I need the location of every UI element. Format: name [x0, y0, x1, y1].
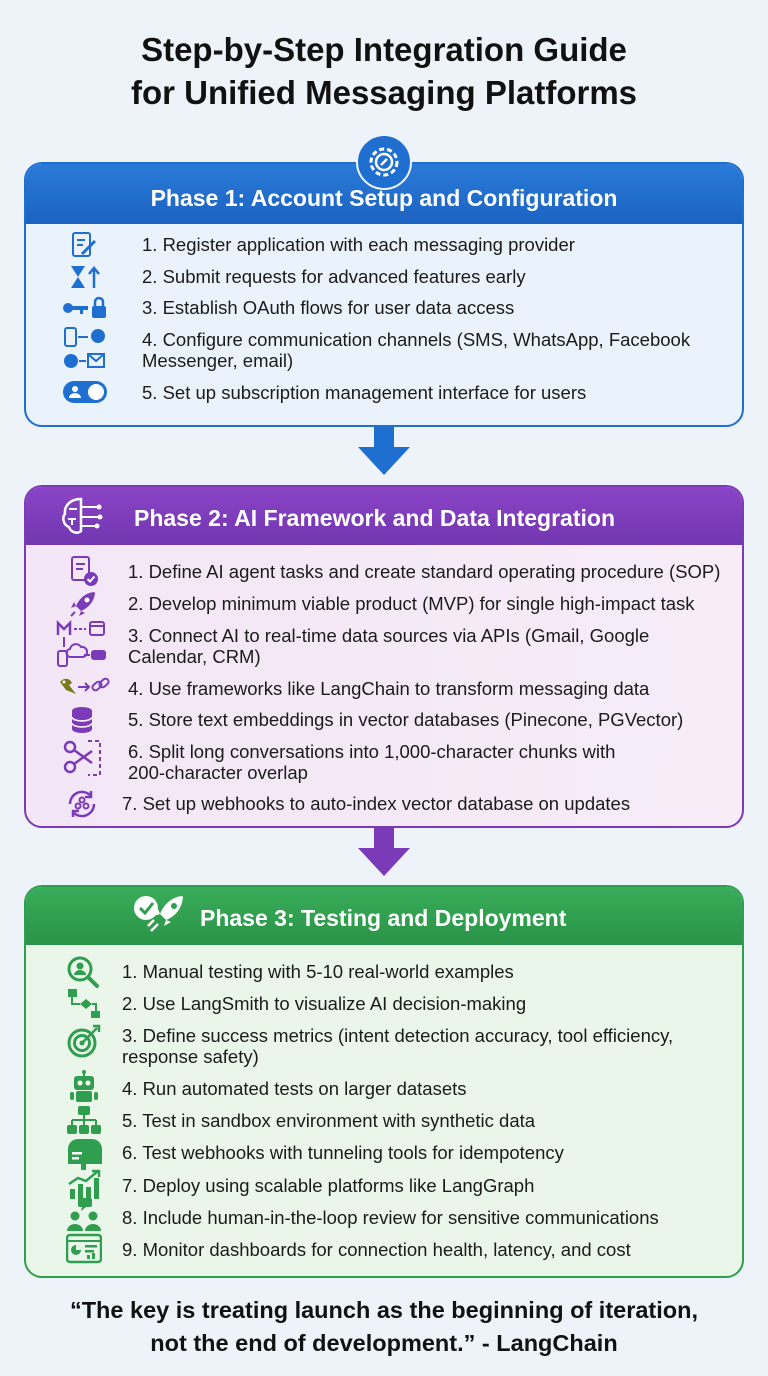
phase-2-step-7-text: 7. Set up webhooks to auto-index vector …: [122, 793, 631, 814]
edit-document-icon: [68, 230, 98, 264]
flow-arrow-1: [356, 427, 412, 482]
hourglass-arrow-icon: [66, 262, 102, 296]
document-check-icon: [68, 555, 100, 591]
phase-3-step-8-text: 8. Include human-in-the-loop review for …: [122, 1207, 659, 1228]
check-rocket-icon: [132, 892, 188, 961]
magnifier-user-icon: [66, 955, 100, 993]
target-icon: [66, 1023, 102, 1063]
phase-1-step-2-text: 2. Submit requests for advanced features…: [142, 266, 526, 287]
webhook-sync-icon: [66, 788, 98, 824]
phase-3-title: Phase 3: Testing and Deployment: [200, 905, 567, 931]
scissors-icon: [62, 737, 104, 783]
quote-line-2: not the end of development.” - LangChain: [150, 1330, 618, 1356]
robot-icon: [68, 1070, 100, 1108]
phase-2-step-6-text: 6. Split long conversations into 1,000-c…: [128, 741, 616, 783]
phase-1-step-5-text: 5. Set up subscription management interf…: [142, 382, 587, 403]
phase-2-step-4-text: 4. Use frameworks like LangChain to tran…: [128, 678, 650, 699]
gear-chat-icon: [356, 134, 412, 195]
phase-2-card: Phase 2: AI Framework and Data Integrati…: [24, 485, 744, 828]
database-icon: [68, 705, 98, 739]
phase-3-step-4-text: 4. Run automated tests on larger dataset…: [122, 1078, 467, 1099]
people-review-icon: [66, 1197, 102, 1237]
network-icon: [66, 1104, 102, 1140]
phase-2-step-3-text: 3. Connect AI to real-time data sources …: [128, 625, 650, 667]
phase-3-card: Phase 3: Testing and Deployment 1. Manua…: [24, 885, 744, 1278]
page-title: Step-by-Step Integration Guide for Unifi…: [0, 28, 768, 114]
rocket-icon: [68, 589, 98, 623]
phase-2-header: Phase 2: AI Framework and Data Integrati…: [26, 487, 742, 545]
title-line-1: Step-by-Step Integration Guide: [141, 31, 627, 68]
phase-1-step-3-text: 3. Establish OAuth flows for user data a…: [142, 297, 515, 318]
data-sources-icon: [56, 619, 112, 673]
growth-chart-icon: [66, 1169, 102, 1205]
quote-line-1: “The key is treating launch as the begin…: [69, 1297, 699, 1323]
phase-2-step-5-text: 5. Store text embeddings in vector datab…: [128, 709, 684, 730]
phase-2-title: Phase 2: AI Framework and Data Integrati…: [134, 505, 615, 531]
title-line-2: for Unified Messaging Platforms: [130, 74, 638, 111]
phase-3-step-5-text: 5. Test in sandbox environment with synt…: [122, 1110, 536, 1131]
flow-arrow-2: [356, 828, 412, 883]
phase-3-step-2-text: 2. Use LangSmith to visualize AI decisio…: [122, 993, 527, 1014]
closing-quote: “The key is treating launch as the begin…: [0, 1294, 768, 1360]
phase-2-step-2-text: 2. Develop minimum viable product (MVP) …: [128, 593, 695, 614]
phase-3-header: Phase 3: Testing and Deployment: [26, 887, 742, 945]
flow-diagram-icon: [66, 987, 102, 1023]
phase-3-step-9-text: 9. Monitor dashboards for connection hea…: [122, 1239, 631, 1260]
phase-3-step-6-text: 6. Test webhooks with tunneling tools fo…: [122, 1142, 564, 1163]
mailbox-icon: [66, 1136, 102, 1174]
phase-1-step-1-text: 1. Register application with each messag…: [142, 234, 575, 255]
phase-3-step-7-text: 7. Deploy using scalable platforms like …: [122, 1175, 535, 1196]
phase-2-step-1-text: 1. Define AI agent tasks and create stan…: [128, 561, 721, 582]
dashboard-icon: [65, 1233, 103, 1269]
parrot-link-icon: [56, 674, 112, 704]
brain-circuit-icon: [58, 493, 104, 560]
phase-3-step-1-text: 1. Manual testing with 5-10 real-world e…: [122, 961, 514, 982]
key-lock-icon: [60, 295, 108, 325]
toggle-user-icon: [62, 379, 108, 409]
channels-icon: [62, 326, 108, 376]
phase-1-card: Phase 1: Account Setup and Configuration…: [24, 162, 744, 427]
phase-1-step-4-text: 4. Configure communication channels (SMS…: [142, 329, 691, 371]
phase-3-step-3-text: 3. Define success metrics (intent detect…: [122, 1025, 674, 1067]
